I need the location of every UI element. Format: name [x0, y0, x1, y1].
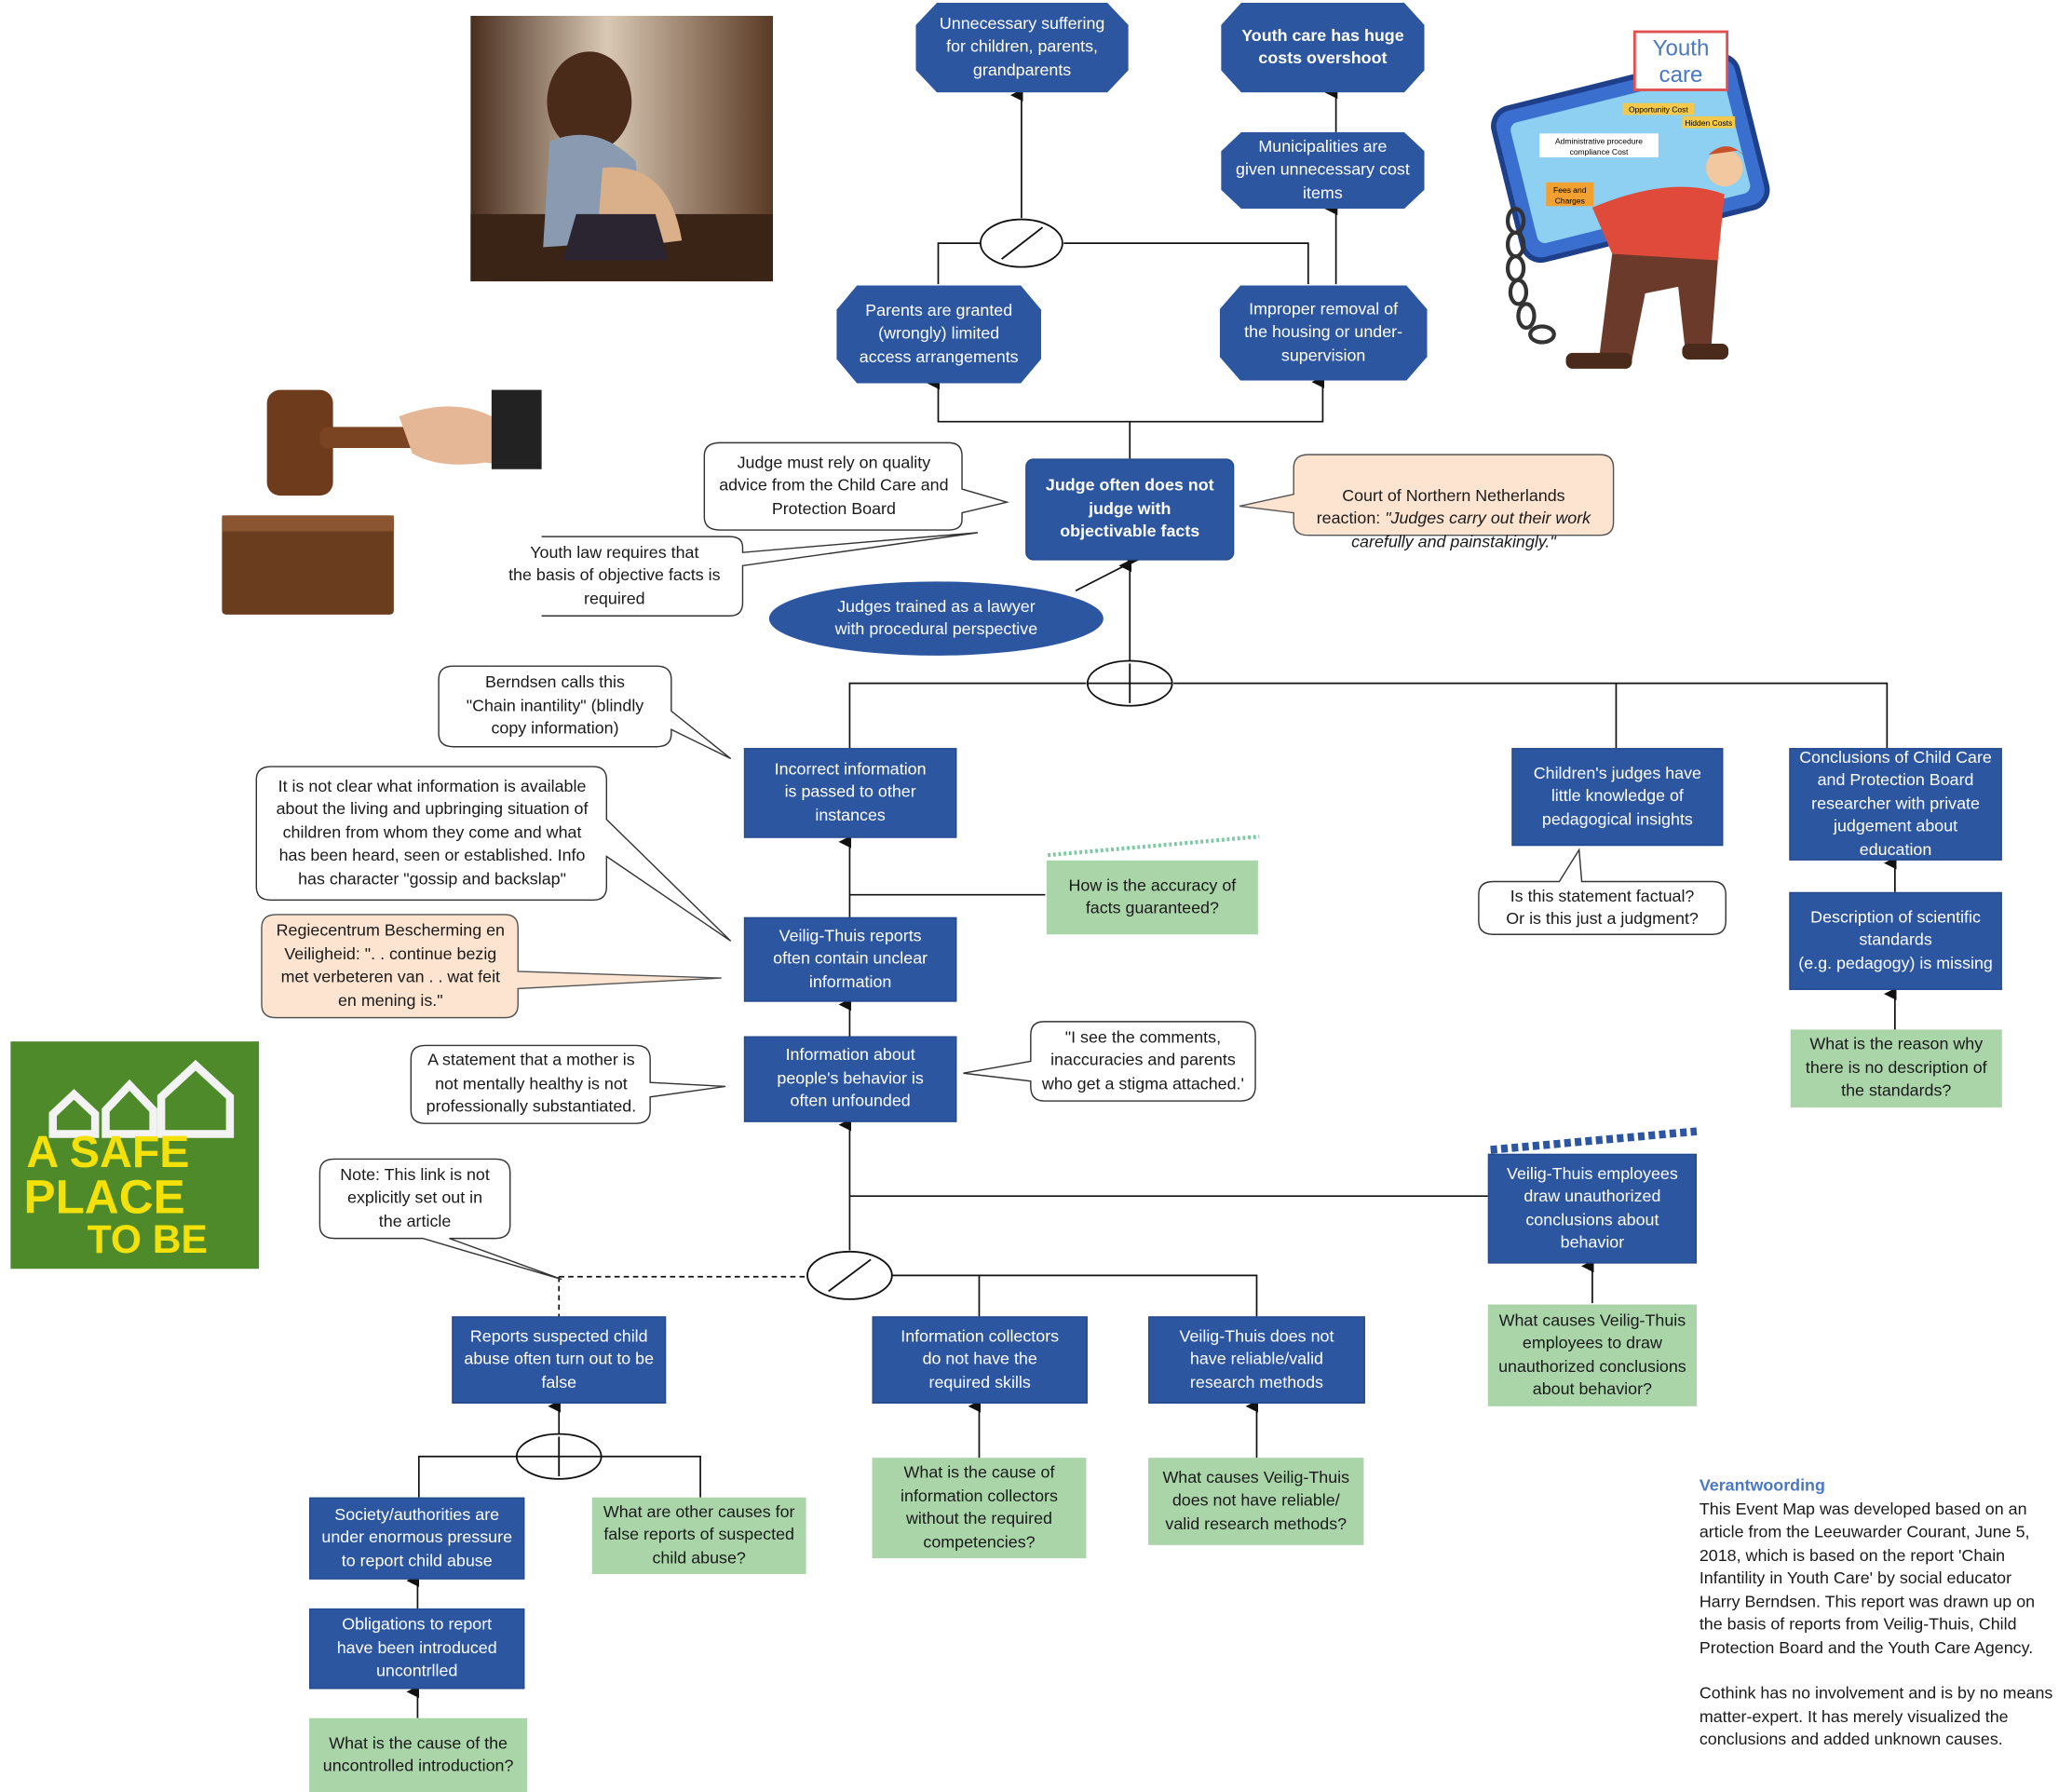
regiecentrum-callout: Regiecentrum Bescherming en Veiligheid: …	[276, 921, 505, 1010]
verantwoording-paragraph-1: This Event Map was developed based on an…	[1699, 1499, 2036, 1657]
obligations-report-node[interactable]: Obligations to report have been introduc…	[309, 1608, 525, 1690]
verantwoording-title: Verantwoording	[1699, 1476, 1825, 1495]
not-clear-callout: It is not clear what information is avai…	[276, 777, 589, 889]
safe-place-logo: A SAFE PLACE TO BE	[10, 1041, 260, 1269]
municipalities-costs-node[interactable]: Municipalities are given unnecessary cos…	[1221, 131, 1425, 210]
youth-care-costs-node[interactable]: Youth care has huge costs overshoot	[1221, 2, 1425, 93]
court-reaction-prefix: Court of Northern Netherlands reaction:	[1316, 485, 1565, 528]
conclusions-board-node[interactable]: Conclusions of Child Care and Protection…	[1789, 748, 2002, 861]
reports-false-node[interactable]: Reports suspected child abuse often turn…	[452, 1316, 667, 1404]
incorrect-information-node[interactable]: Incorrect information is passed to other…	[743, 748, 957, 838]
cause-collectors-question[interactable]: What is the cause of information collect…	[872, 1458, 1087, 1559]
verantwoording-paragraph-2: Cothink has no involvement and is by no …	[1699, 1683, 2053, 1749]
factual-callout: Is this statement factual? Or is this ju…	[1506, 886, 1699, 929]
judges-trained-node[interactable]: Judges trained as a lawyer with procedur…	[768, 581, 1104, 656]
improper-removal-node[interactable]: Improper removal of the housing or under…	[1219, 285, 1428, 381]
tablet-label-fees-2: Charges	[1555, 197, 1585, 206]
collectors-skills-node[interactable]: Information collectors do not have the r…	[872, 1316, 1088, 1404]
court-reaction-callout: Court of Northern Netherlands reaction: …	[1293, 455, 1613, 550]
safe-place-line1: A SAFE	[26, 1127, 189, 1177]
tablet-label-admin-2: compliance Cost	[1570, 147, 1629, 156]
court-reaction-quote: "Judges carry out their work carefully a…	[1351, 509, 1591, 551]
reason-no-description-question[interactable]: What is the reason why there is no descr…	[1790, 1029, 2002, 1108]
safe-place-line3: TO BE	[88, 1217, 208, 1262]
tablet-label-fees-1: Fees and	[1553, 185, 1587, 195]
causes-vt-methods-question[interactable]: What causes Veilig-Thuis does not have r…	[1148, 1458, 1364, 1545]
causes-vt-employees-question[interactable]: What causes Veilig-Thuis employees to dr…	[1487, 1304, 1698, 1406]
information-unfounded-node[interactable]: Information about people's behavior is o…	[743, 1036, 957, 1122]
youth-care-burden-illustration: Youth care Opportunity Cost Hidden Costs…	[1486, 29, 1777, 392]
see-comments-callout: "I see the comments, inaccuracies and pa…	[1041, 1027, 1244, 1093]
description-standards-node[interactable]: Description of scientific standards (e.g…	[1789, 891, 2002, 990]
youth-care-title-line1: Youth	[1653, 36, 1710, 61]
berndsen-callout: Berndsen calls this "Chain inantility" (…	[466, 672, 644, 739]
childrens-judges-node[interactable]: Children's judges have little knowledge …	[1511, 748, 1724, 847]
verantwoording-section: Verantwoording This Event Map was develo…	[1700, 1475, 2072, 1752]
note-link-callout: Note: This link is not explicitly set ou…	[340, 1165, 490, 1230]
distressed-girl-photo	[470, 16, 774, 282]
tablet-label-admin-1: Administrative procedure	[1555, 137, 1643, 146]
youth-care-title-line2: care	[1659, 62, 1703, 88]
vt-methods-node[interactable]: Veilig-Thuis does not have reliable/vali…	[1148, 1316, 1365, 1404]
accuracy-facts-question[interactable]: How is the accuracy of facts guaranteed?	[1046, 860, 1258, 935]
other-causes-false-question[interactable]: What are other causes for false reports …	[591, 1497, 806, 1575]
gavel-photo	[174, 376, 542, 619]
tablet-label-opportunity: Opportunity Cost	[1629, 105, 1688, 115]
youth-law-callout: Youth law requires that the basis of obj…	[508, 542, 721, 608]
society-pressure-node[interactable]: Society/authorities are under enormous p…	[309, 1497, 525, 1580]
cause-uncontrolled-question[interactable]: What is the cause of the uncontrolled in…	[309, 1717, 528, 1792]
judge-rely-callout: Judge must rely on quality advice from t…	[719, 453, 949, 518]
judge-objective-facts-node[interactable]: Judge often does not judge with objectiv…	[1025, 458, 1235, 561]
parents-limited-access-node[interactable]: Parents are granted (wrongly) limited ac…	[836, 285, 1042, 384]
safe-place-line2: PLACE	[24, 1171, 185, 1224]
mother-statement-callout: A statement that a mother is not mentall…	[426, 1051, 637, 1116]
vt-employees-conclusions-node[interactable]: Veilig-Thuis employees draw unauthorized…	[1487, 1153, 1698, 1264]
veilig-thuis-reports-node[interactable]: Veilig-Thuis reports often contain uncle…	[743, 916, 957, 1002]
tablet-label-hidden: Hidden Costs	[1685, 118, 1732, 128]
unnecessary-suffering-node[interactable]: Unnecessary suffering for children, pare…	[915, 2, 1129, 93]
